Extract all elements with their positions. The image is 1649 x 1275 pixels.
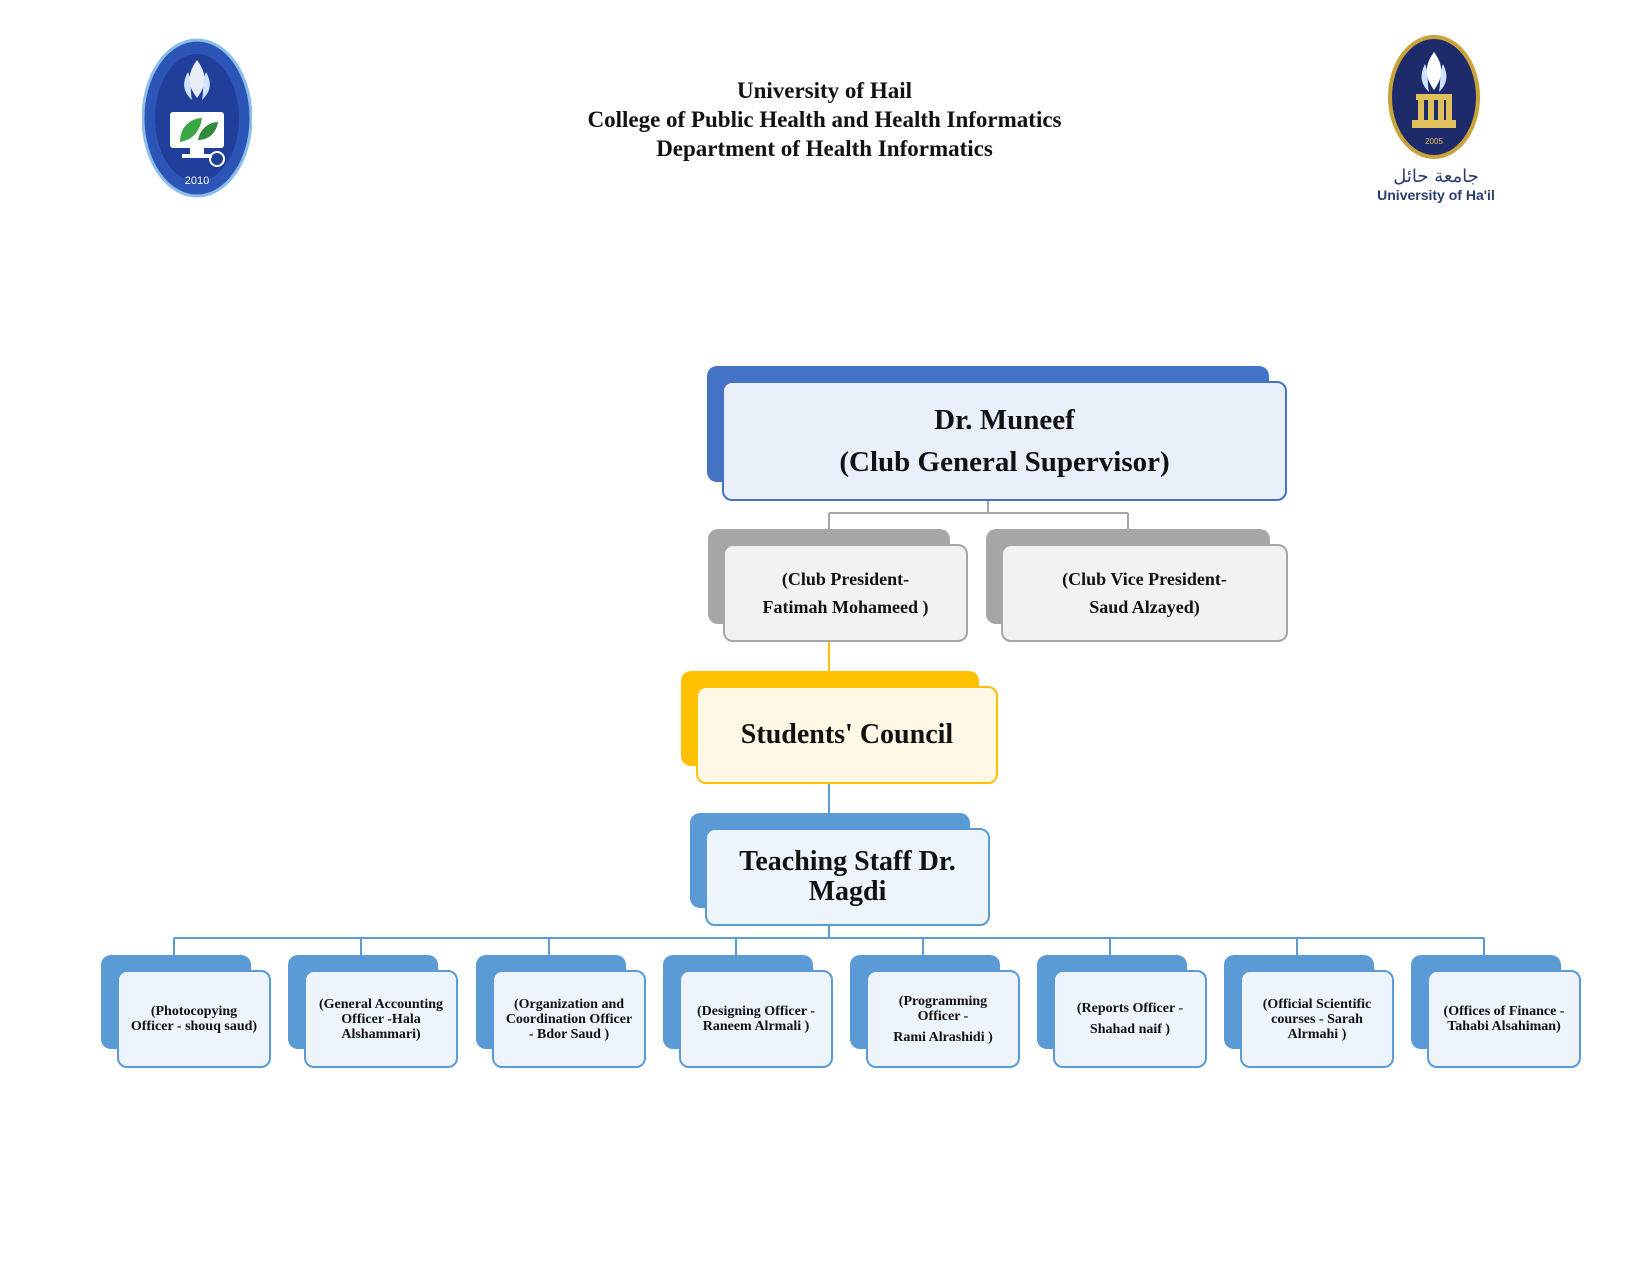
officer-line: - Bdor Saud ) xyxy=(528,1026,610,1042)
officer-node-scientific-courses: (Official Scientific courses - Sarah Alr… xyxy=(1224,955,1394,1068)
students-council-label: Students' Council xyxy=(740,719,954,750)
officer-line: (General Accounting xyxy=(318,996,444,1012)
president-role: (Club President- xyxy=(781,569,910,589)
students-council-node-box: Students' Council xyxy=(696,686,998,784)
officer-node-box: (Offices of Finance - Tahabi Alsahiman) xyxy=(1427,970,1581,1068)
officer-line: (Reports Officer - xyxy=(1076,1001,1184,1016)
officer-line: Alshammari) xyxy=(341,1026,421,1042)
officer-line: Officer - shouq saud) xyxy=(130,1019,258,1034)
officer-node-finance: (Offices of Finance - Tahabi Alsahiman) xyxy=(1411,955,1581,1068)
officer-line: (Offices of Finance - xyxy=(1443,1004,1565,1019)
staff-to-officers-connector xyxy=(173,926,1485,956)
officer-node-box: (Official Scientific courses - Sarah Alr… xyxy=(1240,970,1394,1068)
officer-node-box: (Organization and Coordination Officer -… xyxy=(492,970,646,1068)
university-name: University of Hail xyxy=(736,78,913,103)
officer-node-general-accounting: (General Accounting Officer -Hala Alsham… xyxy=(288,955,458,1068)
teaching-staff-node-box: Teaching Staff Dr. Magdi xyxy=(705,828,990,926)
top-to-second-connector xyxy=(828,500,1129,530)
officer-line: courses - Sarah xyxy=(1271,1011,1363,1027)
officer-node-box: (Reports Officer - Shahad naif ) xyxy=(1053,970,1207,1068)
officer-line: Officer - xyxy=(917,1008,969,1024)
president-name: Fatimah Mohameed ) xyxy=(762,597,929,617)
officer-node-box: (General Accounting Officer -Hala Alsham… xyxy=(304,970,458,1068)
officer-line: Officer -Hala xyxy=(341,1011,421,1027)
officer-node-reports: (Reports Officer - Shahad naif ) xyxy=(1037,955,1207,1068)
officer-line: (Organization and xyxy=(513,996,625,1012)
university-logo-english: University of Ha'il xyxy=(1377,187,1495,203)
college-name: College of Public Health and Health Info… xyxy=(587,107,1062,132)
university-logo: 2005 xyxy=(1388,35,1480,159)
college-logo: 2010 xyxy=(142,38,252,198)
officer-line: Alrmahi ) xyxy=(1287,1026,1347,1042)
officer-line: Shahad naif ) xyxy=(1089,1022,1171,1037)
supervisor-role: (Club General Supervisor) xyxy=(839,446,1170,478)
officer-node-box: (Programming Officer - Rami Alrashidi ) xyxy=(866,970,1020,1068)
department-name: Department of Health Informatics xyxy=(656,136,993,161)
students-council-node: Students' Council xyxy=(681,671,998,784)
officer-node-box: (Photocopying Officer - shouq saud) xyxy=(117,970,271,1068)
officer-node-photocopying: (Photocopying Officer - shouq saud) xyxy=(101,955,271,1068)
officer-node-box: (Designing Officer - Raneem Alrmali ) xyxy=(679,970,833,1068)
teaching-staff-node: Teaching Staff Dr. Magdi xyxy=(690,813,990,926)
president-node: (Club President- Fatimah Mohameed ) xyxy=(708,529,968,642)
supervisor-node-box: Dr. Muneef (Club General Supervisor) xyxy=(722,381,1287,501)
officer-node-programming: (Programming Officer - Rami Alrashidi ) xyxy=(850,955,1020,1068)
officer-line: Rami Alrashidi ) xyxy=(893,1029,993,1045)
teaching-staff-line-1: Teaching Staff Dr. xyxy=(739,846,956,877)
officer-line: (Designing Officer - xyxy=(697,1004,815,1019)
officer-line: (Official Scientific xyxy=(1262,996,1372,1012)
officer-line: Raneem Alrmali ) xyxy=(702,1019,810,1034)
teaching-staff-line-2: Magdi xyxy=(808,876,887,907)
college-logo-year: 2010 xyxy=(185,175,209,187)
university-logo-arabic: جامعة حائل xyxy=(1393,166,1479,187)
vice-president-node: (Club Vice President- Saud Alzayed) xyxy=(986,529,1288,642)
page-header: University of Hail College of Public Hea… xyxy=(0,76,1649,163)
officer-line: (Photocopying xyxy=(150,1004,238,1019)
officer-line: Tahabi Alsahiman) xyxy=(1447,1019,1561,1034)
officer-line: Coordination Officer xyxy=(505,1011,633,1027)
supervisor-node: Dr. Muneef (Club General Supervisor) xyxy=(707,366,1287,501)
vice-president-role: (Club Vice President- xyxy=(1062,569,1227,589)
vice-president-name: Saud Alzayed) xyxy=(1089,597,1200,617)
university-logo-year: 2005 xyxy=(1425,137,1443,146)
supervisor-name: Dr. Muneef xyxy=(934,404,1075,436)
officer-line: (Programming xyxy=(898,993,988,1009)
president-node-box: (Club President- Fatimah Mohameed ) xyxy=(723,544,968,642)
vice-president-node-box: (Club Vice President- Saud Alzayed) xyxy=(1001,544,1288,642)
officer-node-organization: (Organization and Coordination Officer -… xyxy=(476,955,646,1068)
officer-node-designing: (Designing Officer - Raneem Alrmali ) xyxy=(663,955,833,1068)
